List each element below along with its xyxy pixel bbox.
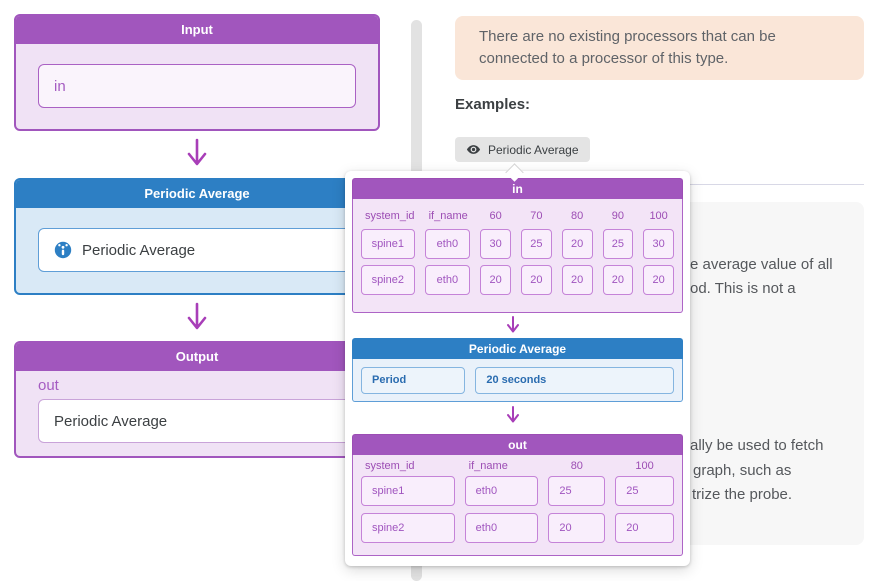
output-port-label: out bbox=[38, 377, 59, 394]
description-text: ally be used to fetch bbox=[690, 437, 824, 454]
table-cell: spine1 bbox=[361, 476, 455, 506]
table-cell: 20 bbox=[561, 265, 593, 295]
table-cell: spine2 bbox=[361, 513, 455, 543]
flow-arrow-icon bbox=[187, 302, 207, 330]
column-label: system_id bbox=[365, 460, 415, 472]
table-cell: 25 bbox=[615, 476, 674, 506]
table-cell: 20 bbox=[602, 265, 634, 295]
example-popup: in system_id if_name 60 70 80 90 100 spine1 eth0… bbox=[345, 171, 690, 566]
table-cell: 25 bbox=[520, 229, 552, 259]
input-port-label: in bbox=[54, 77, 66, 95]
popup-arrow-icon bbox=[507, 406, 519, 423]
processor-node-header: Periodic Average bbox=[16, 180, 378, 208]
alert-text: There are no existing processors that ca… bbox=[479, 28, 776, 67]
example-button-label: Periodic Average bbox=[488, 142, 579, 157]
popup-processor-header: Periodic Average bbox=[352, 338, 683, 359]
column-label: 70 bbox=[530, 210, 543, 222]
column-label: if_name bbox=[428, 210, 468, 222]
processor-icon bbox=[54, 241, 72, 259]
input-port-field[interactable]: in bbox=[38, 64, 356, 108]
table-cell: spine2 bbox=[361, 265, 415, 295]
table-cell: 20 bbox=[520, 265, 552, 295]
table-cell: 20 bbox=[643, 265, 675, 295]
column-label: 80 bbox=[570, 460, 583, 472]
output-node-header: Output bbox=[16, 343, 378, 371]
table-row: spine2 eth0 20 20 bbox=[361, 513, 674, 543]
input-node-header: Input bbox=[16, 16, 378, 44]
popup-out-table-header: out bbox=[352, 434, 683, 455]
table-row: spine1 eth0 30 25 20 25 30 bbox=[361, 229, 675, 259]
table-cell: 25 bbox=[602, 229, 634, 259]
table-row: spine2 eth0 20 20 20 20 20 bbox=[361, 265, 675, 295]
example-periodic-average-button[interactable]: Periodic Average bbox=[455, 137, 590, 162]
popup-processor-section: Periodic Average Period 20 seconds bbox=[352, 338, 683, 402]
description-text: trize the probe. bbox=[692, 486, 793, 503]
table-cell: 30 bbox=[643, 229, 675, 259]
column-label: 80 bbox=[571, 210, 584, 222]
column-label: 60 bbox=[489, 210, 502, 222]
column-label: 90 bbox=[611, 210, 624, 222]
input-node: Input in bbox=[14, 14, 380, 131]
table-row: spine1 eth0 25 25 bbox=[361, 476, 674, 506]
description-text: od. This is not a bbox=[690, 280, 796, 297]
param-value-field: 20 seconds bbox=[475, 367, 674, 394]
table-cell: 25 bbox=[548, 476, 606, 506]
output-node: Output out Periodic Average bbox=[14, 341, 380, 458]
column-label: 100 bbox=[635, 460, 654, 472]
table-cell: 30 bbox=[480, 229, 511, 259]
popup-in-table-header: in bbox=[352, 178, 683, 199]
output-field[interactable]: Periodic Average bbox=[38, 399, 356, 443]
column-label: system_id bbox=[365, 210, 415, 222]
table-cell: eth0 bbox=[464, 513, 539, 543]
flow-arrow-icon bbox=[187, 138, 207, 166]
output-field-label: Periodic Average bbox=[54, 412, 168, 430]
description-text: graph, such as bbox=[693, 462, 792, 479]
table-cell: 20 bbox=[480, 265, 511, 295]
popup-arrow-icon bbox=[507, 316, 519, 333]
popup-in-table: in system_id if_name 60 70 80 90 100 spine1 eth0… bbox=[352, 178, 683, 313]
table-cell: 20 bbox=[548, 513, 606, 543]
table-cell: 20 bbox=[615, 513, 674, 543]
description-text: e average value of all bbox=[690, 256, 833, 273]
processor-field[interactable]: Periodic Average bbox=[38, 228, 356, 272]
column-label: if_name bbox=[468, 460, 508, 472]
examples-heading: Examples: bbox=[455, 96, 531, 113]
table-cell: eth0 bbox=[424, 229, 471, 259]
table-cell: eth0 bbox=[424, 265, 471, 295]
table-cell: eth0 bbox=[464, 476, 539, 506]
processor-field-label: Periodic Average bbox=[82, 241, 196, 259]
column-label: 100 bbox=[649, 210, 668, 222]
table-cell: 20 bbox=[561, 229, 593, 259]
param-name-field: Period bbox=[361, 367, 466, 394]
table-cell: spine1 bbox=[361, 229, 415, 259]
no-processors-alert: There are no existing processors that ca… bbox=[455, 16, 864, 80]
processor-node: Periodic Average Periodic Average bbox=[14, 178, 380, 295]
eye-icon bbox=[466, 145, 481, 154]
